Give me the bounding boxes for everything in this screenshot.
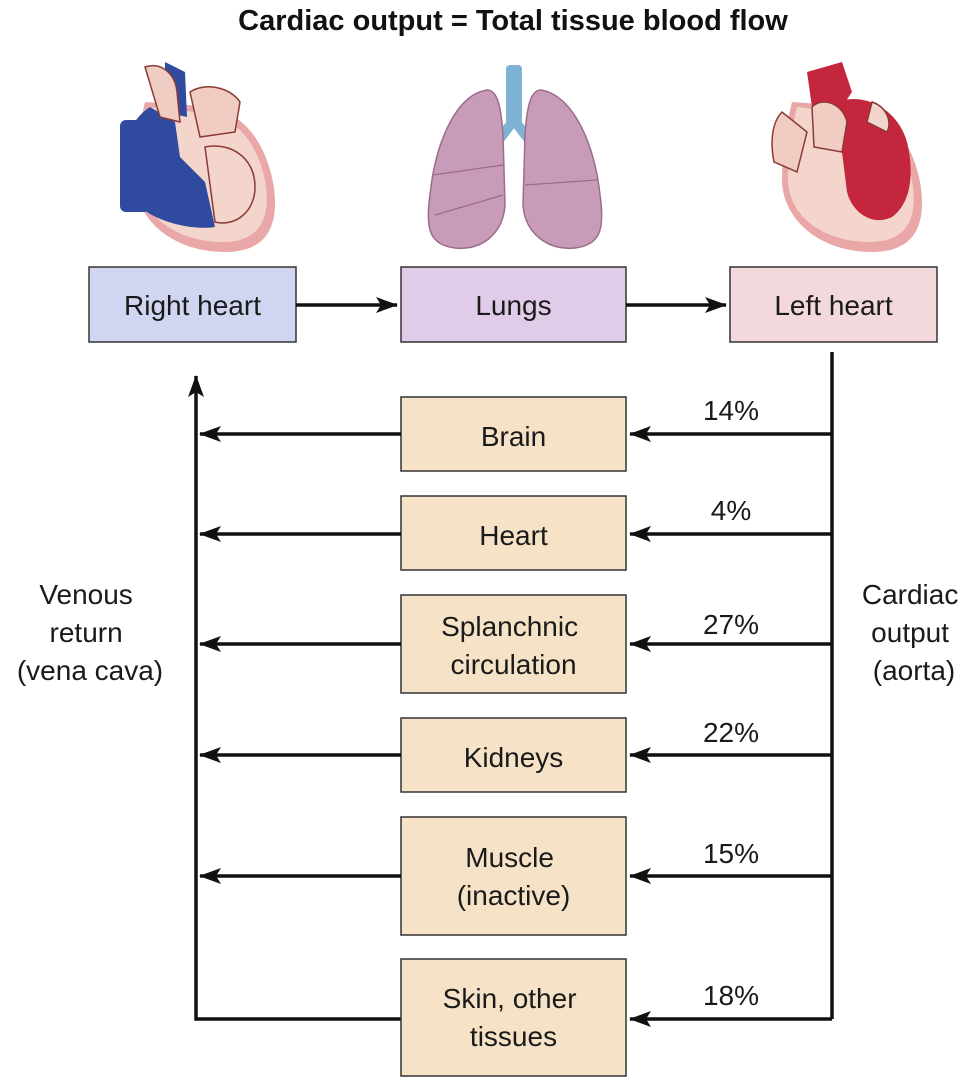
right-heart-illustration (120, 62, 276, 252)
organ-label: Brain (481, 421, 546, 452)
organ-row-muscle: Muscle (inactive) 15% (199, 816, 832, 936)
organ-label: Muscle (inactive) (457, 842, 571, 911)
percent-label: 27% (703, 609, 759, 640)
percent-label: 18% (703, 980, 759, 1011)
right-heart-box: Right heart (88, 266, 297, 343)
organ-row-kidneys: Kidneys 22% (199, 717, 832, 793)
lungs-illustration (427, 65, 603, 250)
organ-label: Heart (479, 520, 548, 551)
right-heart-label: Right heart (124, 290, 261, 321)
lungs-box: Lungs (400, 266, 627, 343)
left-heart-illustration (771, 62, 923, 252)
cardiac-output-label: Cardiac output (aorta) (862, 579, 966, 686)
percent-label: 15% (703, 838, 759, 869)
organ-label: Kidneys (464, 742, 564, 773)
organ-label: Splanchnic circulation (441, 611, 586, 680)
venous-return-label: Venous return (vena cava) (17, 579, 163, 686)
percent-label: 22% (703, 717, 759, 748)
percent-label: 14% (703, 395, 759, 426)
lungs-label: Lungs (475, 290, 551, 321)
organ-row-splanchnic: Splanchnic circulation 27% (199, 594, 832, 694)
left-heart-box: Left heart (729, 266, 938, 343)
vena-cava-line (188, 375, 401, 1021)
percent-label: 4% (711, 495, 751, 526)
organ-row-heart: Heart 4% (199, 495, 832, 571)
organ-row-brain: Brain 14% (199, 395, 832, 472)
organ-row-skin: Skin, other tissues 18% (400, 958, 832, 1077)
left-heart-label: Left heart (774, 290, 893, 321)
diagram-title: Cardiac output = Total tissue blood flow (238, 5, 788, 37)
organ-label: Skin, other tissues (443, 983, 585, 1052)
